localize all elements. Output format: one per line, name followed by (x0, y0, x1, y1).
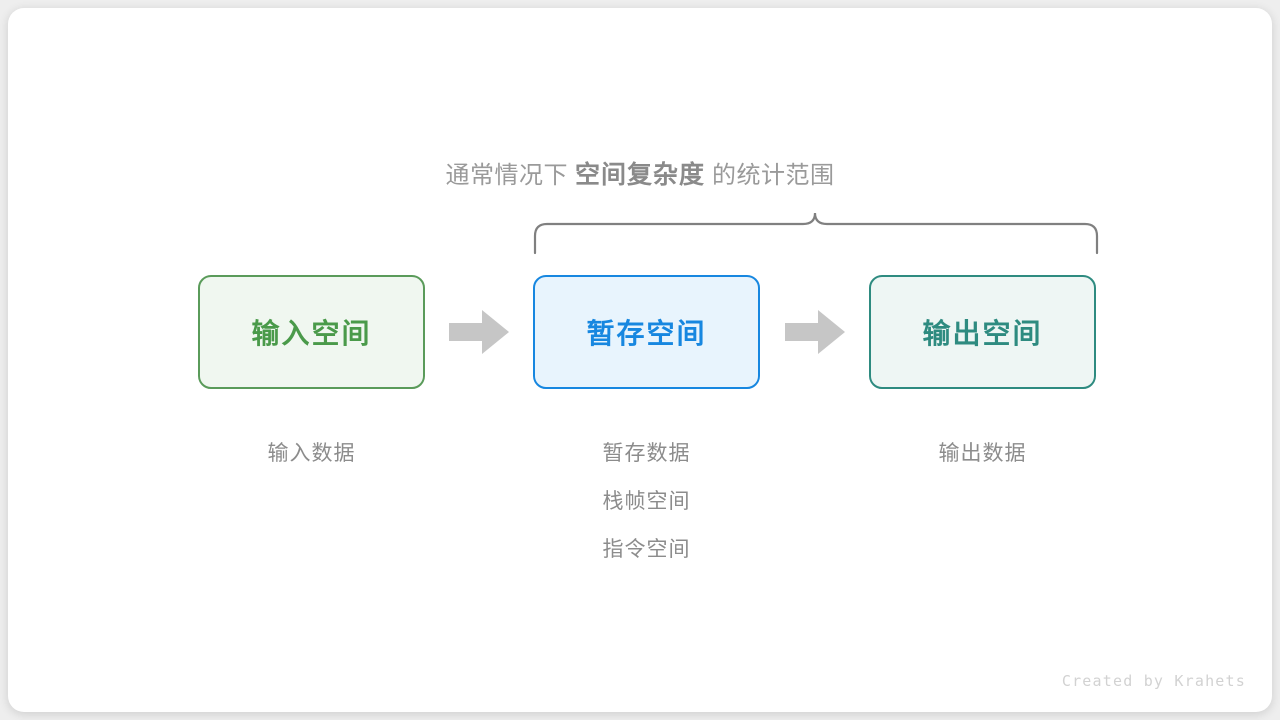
caption-line: 输入数据 (267, 442, 356, 465)
arrow-right-icon (449, 310, 509, 354)
arrow-right-icon (785, 310, 845, 354)
box-output-space: 输出空间 (869, 275, 1096, 389)
box-temp-space-label: 暂存空间 (586, 318, 707, 349)
box-input-space-label: 输入空间 (251, 318, 372, 349)
caption-line: 栈帧空间 (602, 490, 691, 513)
box-output-space-label: 输出空间 (922, 318, 1043, 349)
caption-group-input: 输入数据 (198, 430, 425, 478)
scope-title-suffix: 的统计范围 (712, 162, 835, 189)
box-input-space: 输入空间 (198, 275, 425, 389)
scope-title-prefix: 通常情况下 (445, 162, 568, 189)
scope-title: 通常情况下空间复杂度的统计范围 (8, 158, 1272, 193)
caption-line: 暂存数据 (602, 442, 691, 465)
scope-title-emphasis: 空间复杂度 (574, 161, 705, 189)
caption-line: 输出数据 (938, 442, 1027, 465)
caption-group-temp: 暂存数据 栈帧空间 指令空间 (533, 430, 760, 574)
caption-line: 指令空间 (602, 538, 691, 561)
watermark-credit: Created by Krahets (1061, 672, 1246, 690)
caption-group-output: 输出数据 (869, 430, 1096, 478)
box-temp-space: 暂存空间 (533, 275, 760, 389)
diagram-canvas: 通常情况下空间复杂度的统计范围 输入空间 暂存空间 输出空间 输入数据 暂存数据… (8, 8, 1272, 712)
scope-brace-icon (533, 212, 1099, 255)
